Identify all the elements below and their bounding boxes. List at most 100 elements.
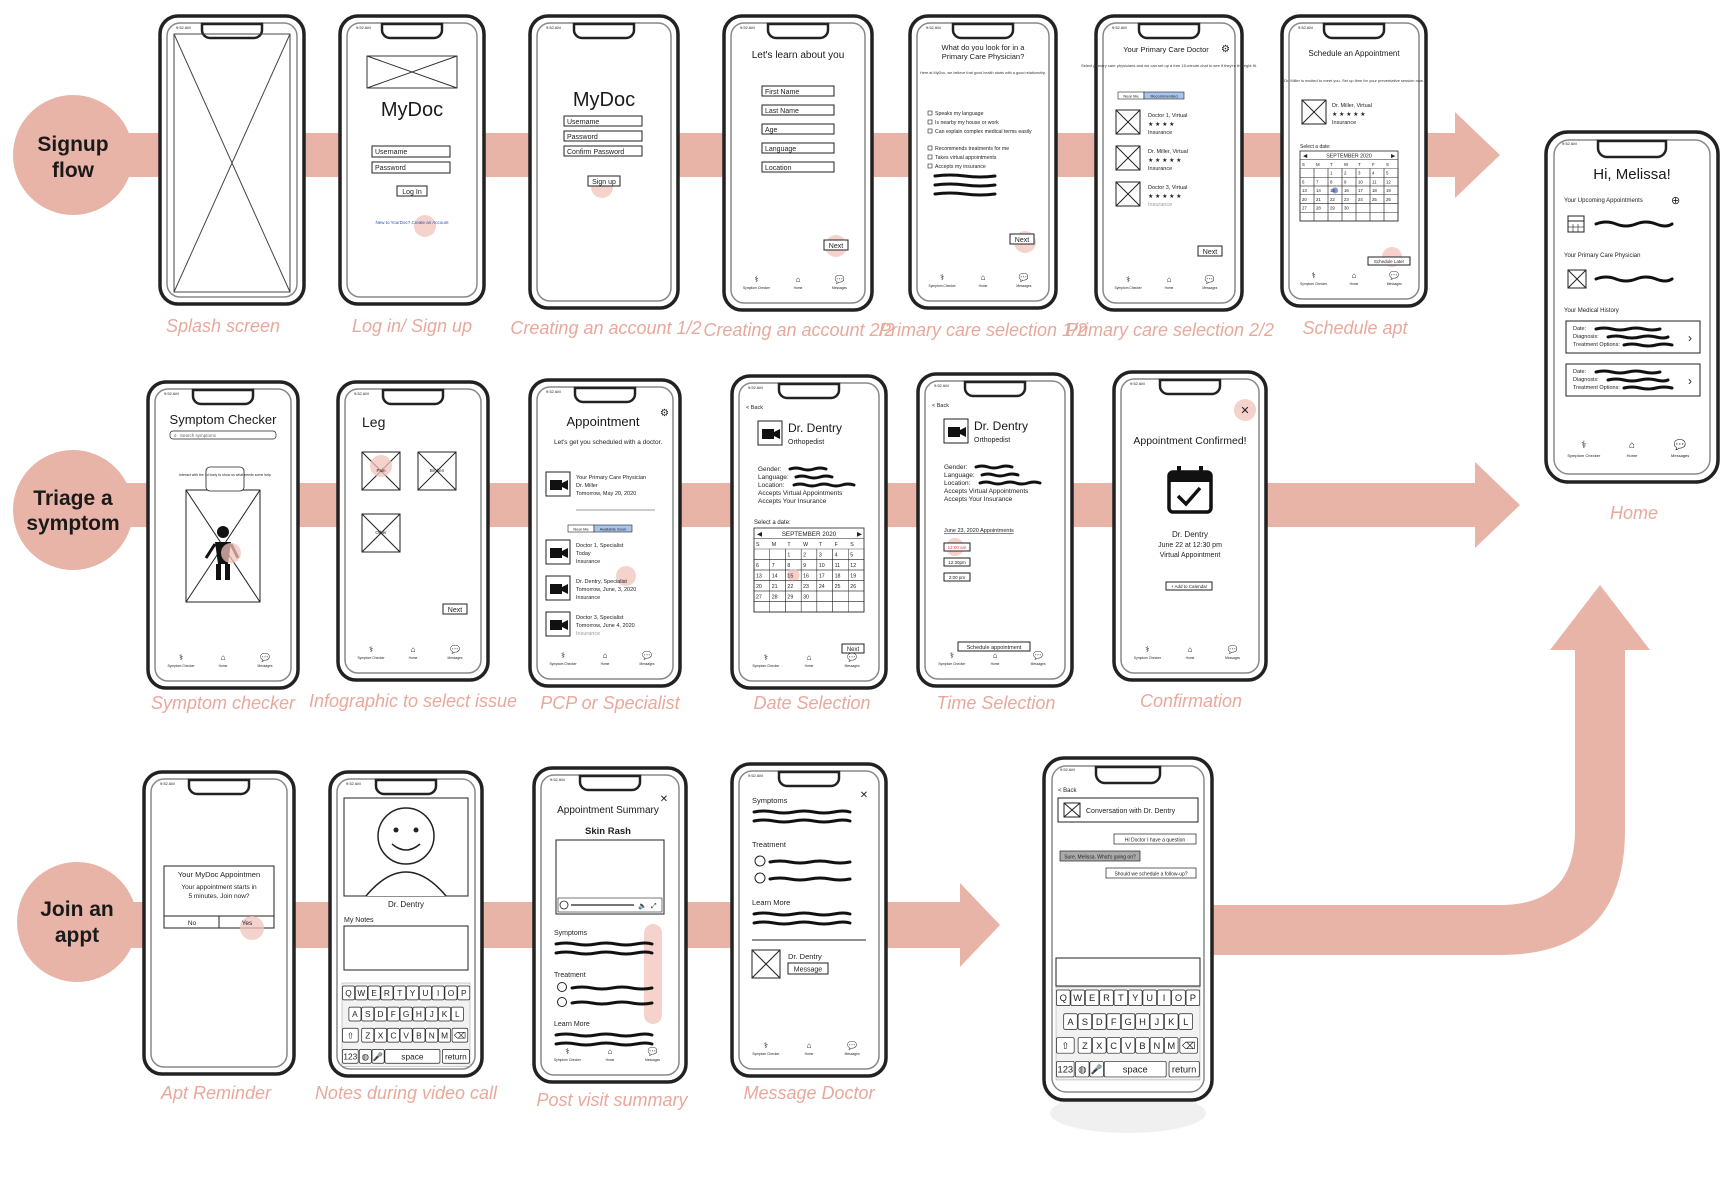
username-field[interactable] [563,115,643,127]
key[interactable]: A [348,1006,362,1022]
fullscreen-icon[interactable]: ⤢ [651,903,657,910]
checkbox[interactable] [927,163,933,169]
next-button[interactable] [841,643,865,654]
schedule-appointment-button[interactable] [957,641,1031,652]
nav-messages[interactable]: 💬Messages [1202,274,1217,290]
key[interactable]: B [1135,1037,1150,1054]
nav-home[interactable]: ⌂Home [805,653,814,668]
nav-home[interactable]: ⌂Home [1186,645,1195,660]
nav-symptom-checker[interactable]: ⚕Symptom Checker [1567,440,1601,458]
nav-messages[interactable]: 💬Messages [1016,272,1031,288]
next-month-icon[interactable]: ▶ [857,531,862,538]
key[interactable]: Q [1056,989,1071,1006]
next-button[interactable] [1009,233,1035,245]
nav-symptom-checker[interactable]: ⚕Symptom Checker [743,275,771,290]
numbers-key[interactable]: 123 [342,1049,359,1064]
key[interactable]: V [399,1027,413,1043]
no-button[interactable]: No [188,920,197,927]
next-button[interactable] [442,603,468,615]
nav-home[interactable]: ⌂Home [1165,275,1174,290]
key[interactable]: R [380,985,394,1001]
nav-symptom-checker[interactable]: ⚕Symptom Checker [357,645,385,660]
nav-home[interactable]: ⌂Home [794,275,803,290]
key[interactable]: Q [342,985,355,1001]
key[interactable]: C [386,1027,400,1043]
nav-home[interactable]: ⌂Home [979,273,988,288]
key[interactable]: M [438,1027,451,1043]
calendar-cell[interactable] [848,601,865,613]
close-icon[interactable]: ✕ [860,790,868,801]
space-key[interactable]: space [1103,1060,1167,1078]
confirm-password-field[interactable] [563,145,643,157]
create-account-link[interactable]: New to YourDoc? Create an Account [375,220,449,225]
nav-messages[interactable]: 💬Messages [1031,650,1046,666]
key[interactable]: F [386,1006,400,1022]
login-button[interactable] [396,185,428,197]
key[interactable]: T [393,985,407,1001]
nav-home[interactable]: ⌂Home [805,1041,814,1056]
pcp-card[interactable]: Your Primary Care Physician Dr. Miller T… [545,471,646,497]
nav-messages[interactable]: 💬Messages [645,1046,660,1062]
back-button[interactable]: < Back [1058,788,1078,794]
time-slot-button[interactable] [943,542,971,552]
nav-symptom-checker[interactable]: ⚕Symptom Checker [1134,645,1162,660]
key[interactable]: N [425,1027,439,1043]
specialist-card[interactable]: Dr. Dentry, Specialist Tomorrow, June, 3… [545,566,636,601]
key[interactable]: O [1171,989,1186,1006]
first-name-field[interactable] [761,85,835,97]
globe-key[interactable]: ◍ [358,1049,372,1064]
history-card[interactable]: Date: Diagnosis: Treatment Options: › [1565,363,1701,397]
next-button[interactable] [823,239,849,251]
key[interactable]: S [361,1006,375,1022]
key[interactable]: C [1106,1037,1121,1054]
password-field[interactable] [563,130,643,142]
key[interactable]: W [354,985,368,1001]
signup-button[interactable] [587,175,621,187]
shift-key[interactable]: ⇧ [1056,1037,1075,1054]
numbers-key[interactable]: 123 [1056,1060,1075,1078]
message-input[interactable] [1055,957,1201,987]
key[interactable]: Y [406,985,419,1001]
key[interactable]: Z [361,1027,375,1043]
doctor-card[interactable]: Dr. Miller, Virtual ★ ★ ★ ★ ★ Insurance [1115,145,1188,172]
nav-symptom-checker[interactable]: ⚕Symptom Checker [1300,271,1328,286]
message-button[interactable] [787,962,829,975]
key[interactable]: V [1120,1037,1136,1054]
return-key[interactable]: return [1168,1060,1200,1078]
key[interactable]: J [425,1006,439,1022]
nav-home[interactable]: ⌂Home [409,645,418,660]
nav-home[interactable]: ⌂Home [606,1047,615,1062]
key[interactable]: W [1070,989,1085,1006]
next-month-icon[interactable]: ▶ [1391,154,1395,160]
key[interactable]: M [1164,1037,1179,1054]
add-appointment-icon[interactable]: ⊕ [1671,195,1680,207]
key[interactable]: G [399,1006,413,1022]
nav-messages[interactable]: 💬Messages [845,1040,860,1056]
available-soon-tab[interactable] [593,524,633,533]
mic-key[interactable]: 🎤 [371,1049,385,1064]
nav-symptom-checker[interactable]: ⚕Symptom Checker [752,653,780,668]
key[interactable]: O [444,985,458,1001]
return-key[interactable]: return [442,1049,470,1064]
key[interactable]: T [1113,989,1129,1006]
key[interactable]: R [1099,989,1114,1006]
yes-button[interactable]: Yes [242,920,253,927]
history-card[interactable]: Date: Diagnosis: Treatment Options: › [1565,320,1701,354]
globe-key[interactable]: ◍ [1075,1060,1090,1078]
key[interactable]: J [1149,1013,1165,1030]
close-icon[interactable]: ✕ [1240,405,1249,417]
backspace-key[interactable]: ⌫ [451,1027,469,1043]
nav-symptom-checker[interactable]: ⚕Symptom Checker [1115,275,1143,290]
shift-key[interactable]: ⇧ [342,1027,359,1043]
nav-home[interactable]: ⌂Home [219,653,228,668]
nav-messages[interactable]: 💬Messages [447,644,462,660]
key[interactable]: F [1106,1013,1121,1030]
nav-messages[interactable]: 💬Messages [845,652,860,668]
key[interactable]: I [431,985,445,1001]
location-select[interactable] [761,161,835,173]
volume-icon[interactable]: 🔈 [638,902,647,910]
